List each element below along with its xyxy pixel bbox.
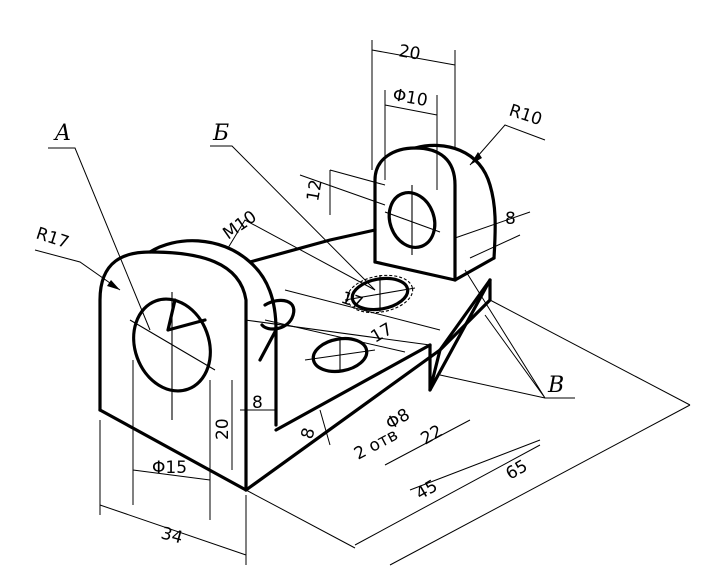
label-d12: 12 — [303, 178, 326, 203]
label-view-v: В — [547, 373, 564, 398]
label-m10: M10 — [219, 207, 260, 244]
left-lug — [98, 239, 278, 492]
label-phi15: Φ15 — [152, 458, 187, 478]
label-holes: 2 отв — [351, 425, 401, 465]
label-d20-top: 20 — [397, 41, 422, 64]
hole-left — [260, 298, 296, 331]
right-lug-hole — [387, 191, 437, 249]
label-d8-bottom: 8 — [298, 426, 320, 442]
label-d8-right: 8 — [505, 209, 516, 229]
hole-front — [311, 336, 369, 374]
label-d45: 45 — [413, 476, 442, 504]
label-d17-b: 17 — [368, 319, 397, 347]
right-lug — [373, 143, 497, 282]
dimension-lines — [34, 40, 691, 566]
left-lug-hole — [132, 297, 212, 393]
label-d20-left: 20 — [213, 418, 233, 440]
label-d65: 65 — [503, 456, 532, 484]
label-d8-left: 8 — [252, 393, 263, 413]
label-view-b: Б — [212, 121, 229, 146]
label-view-a: A — [53, 121, 71, 146]
label-r10: R10 — [506, 101, 544, 130]
label-r17: R17 — [33, 224, 71, 253]
base-plate — [244, 228, 492, 492]
labels: A Б В R17 R10 M10 20 Φ10 12 8 17 17 8 20… — [33, 41, 564, 548]
label-d34: 34 — [159, 524, 185, 549]
